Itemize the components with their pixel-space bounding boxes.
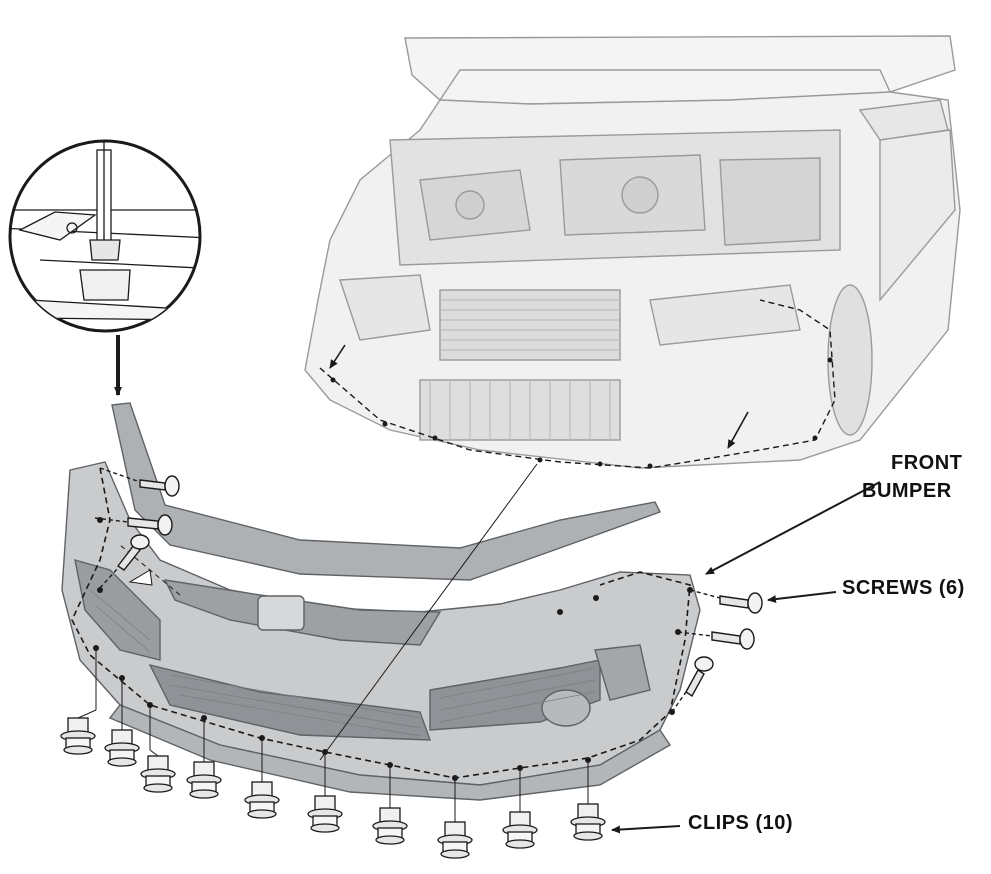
car-arrow-left bbox=[329, 344, 346, 369]
grille-mesh bbox=[89, 589, 596, 737]
screw-group bbox=[94, 467, 763, 713]
zoom-detail-circle-icon bbox=[8, 139, 202, 333]
screws-arrow-icon bbox=[767, 591, 837, 604]
clip-icon bbox=[437, 821, 473, 859]
clip-icon bbox=[140, 755, 176, 793]
screw-icon bbox=[94, 514, 173, 536]
clip-icon bbox=[186, 761, 222, 799]
screws-label: SCREWS (6) bbox=[842, 577, 965, 599]
screw-icon bbox=[677, 628, 755, 650]
clip-icon bbox=[570, 803, 606, 841]
clip-icon bbox=[104, 729, 140, 767]
front-bumper-label-line2: BUMPER bbox=[862, 480, 952, 502]
front-bumper-label-line1: FRONT bbox=[891, 452, 963, 474]
emblem-icon bbox=[257, 595, 305, 631]
screw-icon bbox=[689, 589, 763, 614]
screw-icon bbox=[99, 534, 150, 589]
clips-arrow-icon bbox=[611, 825, 681, 834]
screw-icon bbox=[671, 656, 714, 713]
screw-icon bbox=[99, 467, 180, 497]
clip-icon bbox=[502, 811, 538, 849]
small-arrow-icon bbox=[128, 569, 153, 586]
clip-group bbox=[60, 648, 606, 859]
vehicle-mount-points bbox=[330, 357, 833, 469]
clips-label: CLIPS (10) bbox=[688, 812, 794, 834]
clip-icon bbox=[307, 795, 343, 833]
clip-icon bbox=[244, 781, 280, 819]
vehicle-mount-line bbox=[319, 299, 836, 469]
clip-icon bbox=[60, 717, 96, 755]
alignment-line bbox=[319, 463, 538, 761]
bumper-mount-line bbox=[71, 467, 691, 779]
clip-icon bbox=[372, 807, 408, 845]
front-bumper-arrow-icon bbox=[705, 481, 881, 575]
car-arrow-right bbox=[727, 411, 749, 449]
vehicle-front-end bbox=[304, 35, 961, 469]
